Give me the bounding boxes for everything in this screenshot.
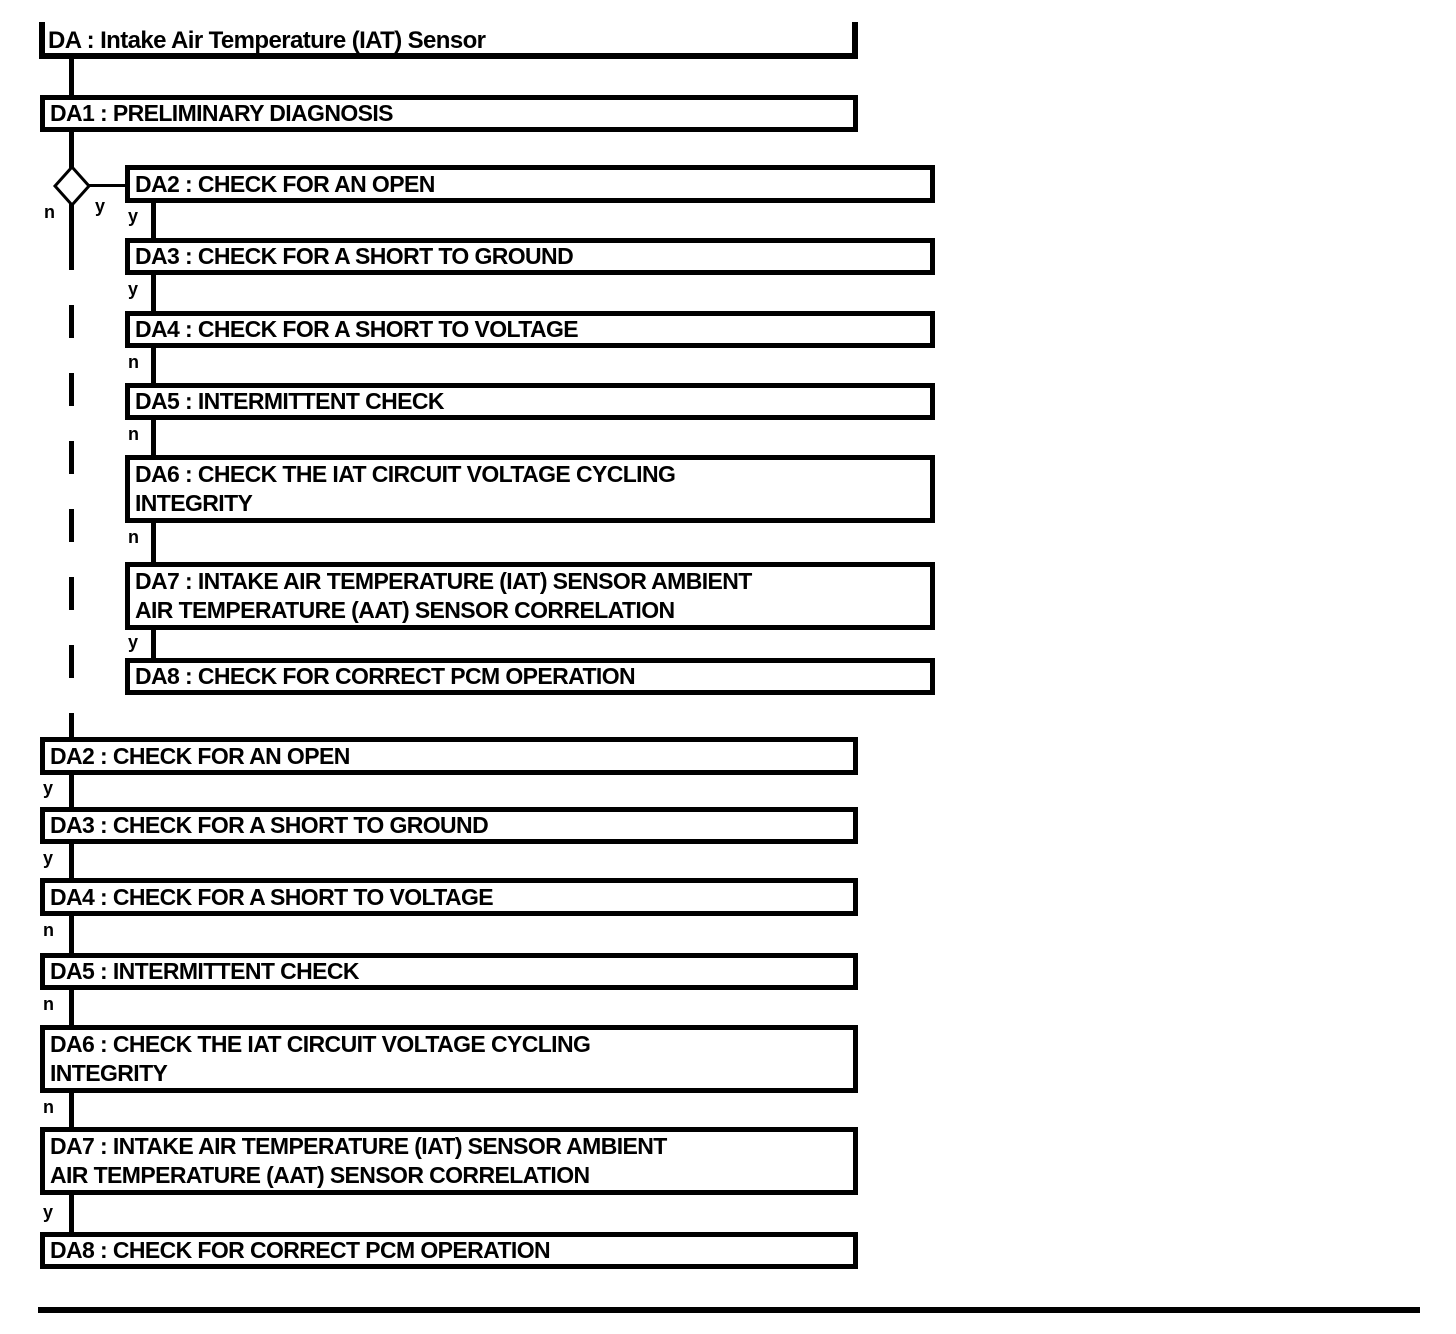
header-right-tick [852, 22, 858, 59]
flow-node-da8-overview[interactable]: DA8 : CHECK FOR CORRECT PCM OPERATION [125, 658, 935, 695]
connector-line [69, 1093, 74, 1127]
branch-result-label: n [43, 1097, 54, 1117]
connector-line [69, 204, 74, 237]
flowchart-title: DA : Intake Air Temperature (IAT) Sensor [48, 27, 486, 54]
flow-node-da3-overview[interactable]: DA3 : CHECK FOR A SHORT TO GROUND [125, 238, 935, 275]
flow-node-label: DA8 : CHECK FOR CORRECT PCM OPERATION [135, 663, 636, 689]
branch-result-label: y [128, 206, 138, 226]
flow-node-label: DA1 : PRELIMINARY DIAGNOSIS [50, 100, 394, 126]
branch-result-label: n [128, 527, 139, 547]
branch-result-label: y [128, 632, 138, 652]
flow-node-da2-overview[interactable]: DA2 : CHECK FOR AN OPEN [125, 165, 935, 203]
flow-node-label: DA7 : INTAKE AIR TEMPERATURE (IAT) SENSO… [135, 568, 752, 623]
branch-result-label: n [43, 920, 54, 940]
header-underline [39, 53, 858, 59]
flow-node-label: DA2 : CHECK FOR AN OPEN [135, 170, 435, 197]
flow-node-label: DA5 : INTERMITTENT CHECK [135, 388, 444, 414]
flow-node-da7-detail[interactable]: DA7 : INTAKE AIR TEMPERATURE (IAT) SENSO… [40, 1127, 858, 1195]
branch-result-label: n [128, 424, 139, 444]
connector-line [69, 132, 74, 168]
branch-result-label: y [43, 848, 53, 868]
dashed-connector-line [69, 237, 74, 737]
flow-node-da8-detail[interactable]: DA8 : CHECK FOR CORRECT PCM OPERATION [40, 1232, 858, 1269]
connector-line [69, 775, 74, 807]
connector-line [151, 523, 156, 562]
connector-line [69, 844, 74, 878]
flow-node-label: DA4 : CHECK FOR A SHORT TO VOLTAGE [135, 316, 579, 342]
connector-line [69, 1195, 74, 1232]
connector-line [151, 420, 156, 455]
connector-line [151, 203, 156, 238]
flow-node-label: DA3 : CHECK FOR A SHORT TO GROUND [135, 243, 574, 269]
branch-result-label: n [43, 994, 54, 1014]
decision-no-label: n [44, 202, 55, 222]
flow-node-label: DA6 : CHECK THE IAT CIRCUIT VOLTAGE CYCL… [50, 1031, 591, 1086]
connector-line [151, 630, 156, 658]
flow-node-da4-overview[interactable]: DA4 : CHECK FOR A SHORT TO VOLTAGE [125, 311, 935, 348]
branch-result-label: n [128, 352, 139, 372]
branch-result-label: y [43, 1202, 53, 1222]
flow-node-label: DA3 : CHECK FOR A SHORT TO GROUND [50, 812, 489, 838]
flow-node-da6-detail[interactable]: DA6 : CHECK THE IAT CIRCUIT VOLTAGE CYCL… [40, 1025, 858, 1093]
branch-result-label: y [43, 778, 53, 798]
branch-result-label: y [128, 279, 138, 299]
header-left-tick [39, 22, 45, 59]
flow-node-label: DA4 : CHECK FOR A SHORT TO VOLTAGE [50, 883, 494, 910]
decision-diamond [52, 165, 92, 207]
flow-node-da3-detail[interactable]: DA3 : CHECK FOR A SHORT TO GROUND [40, 807, 858, 844]
footer-rule [38, 1307, 1420, 1313]
connector-line [151, 348, 156, 383]
flow-node-da4-detail[interactable]: DA4 : CHECK FOR A SHORT TO VOLTAGE [40, 878, 858, 916]
flow-node-label: DA2 : CHECK FOR AN OPEN [50, 742, 350, 769]
flow-node-da5-detail[interactable]: DA5 : INTERMITTENT CHECK [40, 953, 858, 990]
flow-node-da6-overview[interactable]: DA6 : CHECK THE IAT CIRCUIT VOLTAGE CYCL… [125, 455, 935, 523]
connector-line [69, 59, 74, 95]
flow-node-label: DA6 : CHECK THE IAT CIRCUIT VOLTAGE CYCL… [135, 461, 676, 516]
flow-node-da1[interactable]: DA1 : PRELIMINARY DIAGNOSIS [40, 95, 858, 132]
connector-line [151, 275, 156, 311]
flow-node-label: DA5 : INTERMITTENT CHECK [50, 958, 359, 984]
decision-yes-label: y [95, 196, 105, 216]
flow-node-da7-overview[interactable]: DA7 : INTAKE AIR TEMPERATURE (IAT) SENSO… [125, 562, 935, 630]
flow-node-label: DA8 : CHECK FOR CORRECT PCM OPERATION [50, 1237, 551, 1263]
flow-node-da2-detail[interactable]: DA2 : CHECK FOR AN OPEN [40, 737, 858, 775]
connector-line [69, 916, 74, 953]
connector-line [89, 184, 127, 187]
flow-node-label: DA7 : INTAKE AIR TEMPERATURE (IAT) SENSO… [50, 1133, 667, 1188]
connector-line [69, 990, 74, 1025]
flow-node-da5-overview[interactable]: DA5 : INTERMITTENT CHECK [125, 383, 935, 420]
